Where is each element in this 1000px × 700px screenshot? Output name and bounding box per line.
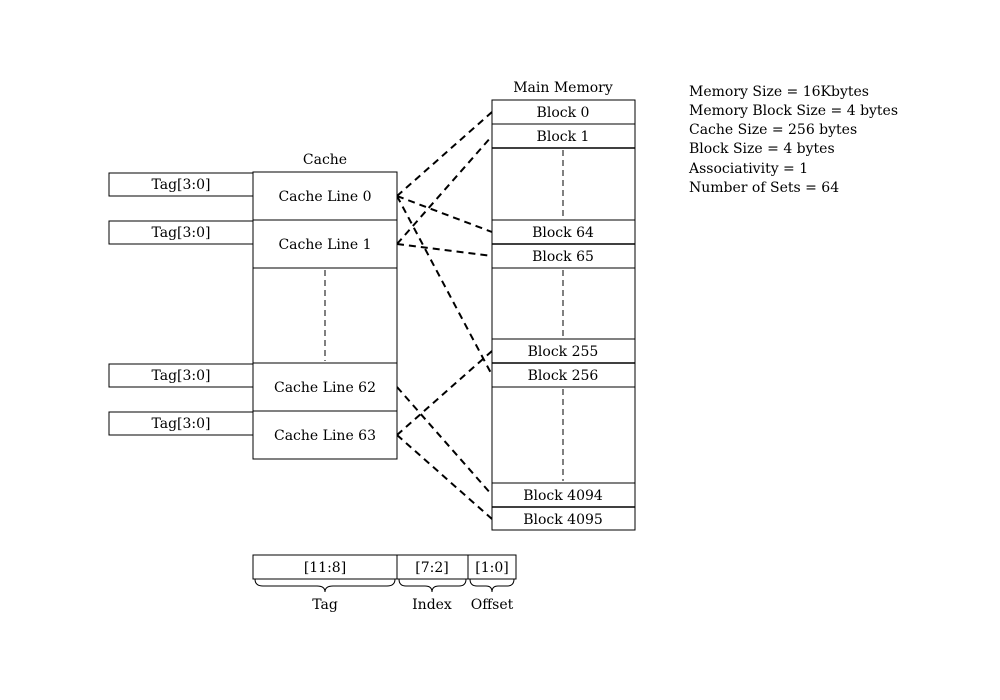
memory-block-label: Block 1 bbox=[537, 129, 590, 145]
address-bits: [7:2] bbox=[415, 560, 448, 576]
tag-box bbox=[108, 172, 254, 197]
memory-block-label: Block 256 bbox=[528, 368, 599, 384]
mapping-line-63-block-255 bbox=[396, 350, 493, 436]
mapping-line-1-block-1 bbox=[396, 135, 493, 245]
main-memory-block: Block 0 Block 1 Block 64 Block 65 Block … bbox=[491, 99, 636, 531]
memory-block-label: Block 0 bbox=[537, 105, 590, 121]
mapping-lines bbox=[396, 111, 493, 520]
address-field-label: Index bbox=[412, 597, 452, 613]
spec-line: Associativity = 1 bbox=[688, 161, 808, 177]
address-breakdown: [11:8] [7:2] [1:0] Tag Index Offset bbox=[252, 554, 517, 613]
address-brace-offset bbox=[469, 578, 515, 593]
mapping-line-1-block-65 bbox=[396, 243, 493, 257]
memory-block-label: Block 255 bbox=[528, 344, 599, 360]
cache-line-label: Cache Line 62 bbox=[274, 380, 376, 396]
tag-label: Tag[3:0] bbox=[151, 416, 210, 432]
memory-block-label: Block 4094 bbox=[523, 488, 603, 504]
mapping-line-0-block-64 bbox=[396, 195, 493, 233]
tag-box bbox=[108, 220, 254, 245]
address-field-label: Offset bbox=[471, 597, 514, 613]
tag-label: Tag[3:0] bbox=[151, 225, 210, 241]
address-brace-index bbox=[398, 578, 467, 593]
spec-line: Number of Sets = 64 bbox=[689, 180, 839, 196]
memory-title: Main Memory bbox=[513, 80, 613, 96]
memory-block-label: Block 64 bbox=[532, 225, 594, 241]
address-field-label: Tag bbox=[312, 597, 338, 613]
cache-block: Cache Line 0 Cache Line 1 Cache Line 62 … bbox=[252, 171, 398, 460]
address-field-tag bbox=[252, 554, 398, 580]
mapping-line-0-block-0 bbox=[396, 111, 493, 197]
spec-line: Memory Size = 16Kbytes bbox=[689, 84, 869, 100]
mapping-line-0-block-256 bbox=[396, 195, 493, 376]
address-bits: [1:0] bbox=[475, 560, 508, 576]
tag-fields: Tag[3:0] Tag[3:0] Tag[3:0] Tag[3:0] bbox=[108, 172, 254, 436]
address-bits: [11:8] bbox=[304, 560, 346, 576]
tag-box bbox=[108, 363, 254, 388]
cache-line-label: Cache Line 0 bbox=[278, 189, 371, 205]
spec-line: Memory Block Size = 4 bytes bbox=[689, 103, 898, 119]
tag-box bbox=[108, 411, 254, 436]
spec-line: Cache Size = 256 bytes bbox=[689, 122, 857, 138]
address-brace-tag bbox=[254, 578, 396, 593]
spec-line: Block Size = 4 bytes bbox=[689, 141, 835, 157]
mapping-line-63-block-4095 bbox=[396, 434, 493, 520]
tag-label: Tag[3:0] bbox=[151, 177, 210, 193]
cache-line-label: Cache Line 63 bbox=[274, 428, 376, 444]
address-field-offset bbox=[467, 554, 517, 580]
cache-line-label: Cache Line 1 bbox=[278, 237, 371, 253]
cache-title: Cache bbox=[303, 152, 347, 168]
cache-specs: Memory Size = 16Kbytes Memory Block Size… bbox=[688, 84, 898, 196]
memory-block-label: Block 4095 bbox=[523, 512, 603, 528]
mapping-line-62-block-4094 bbox=[396, 386, 493, 496]
tag-label: Tag[3:0] bbox=[151, 368, 210, 384]
memory-block-label: Block 65 bbox=[532, 249, 594, 265]
